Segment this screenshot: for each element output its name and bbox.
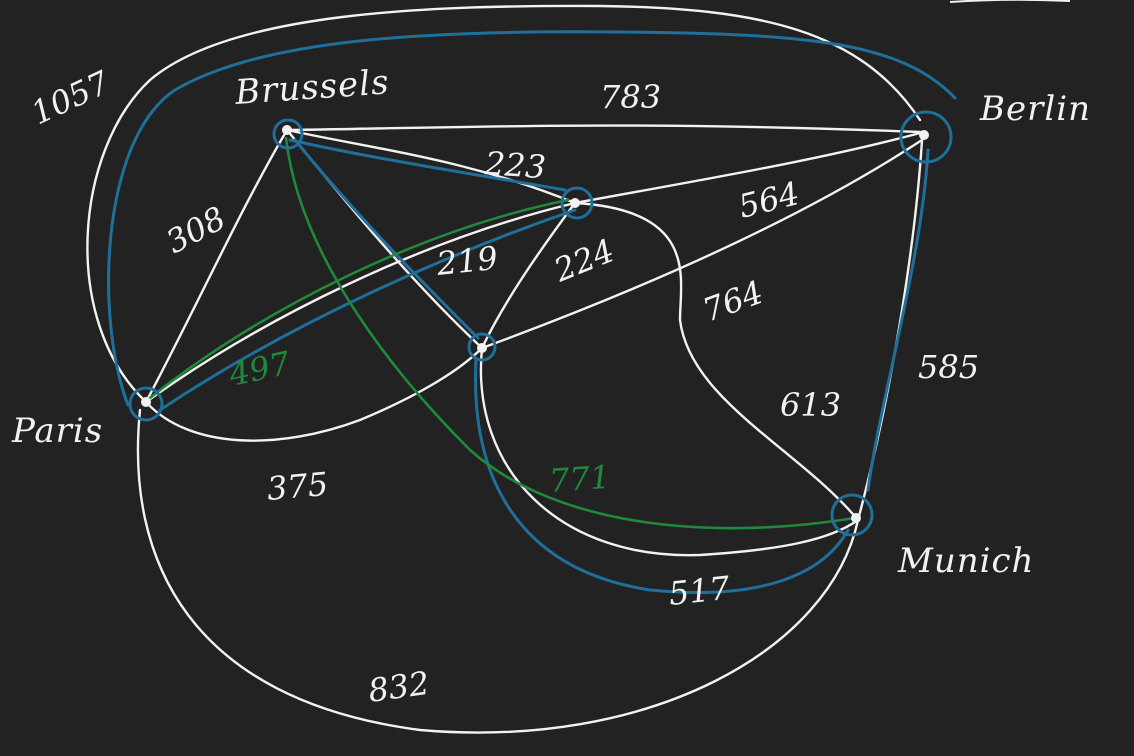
route-green-paris-nodeA [148, 198, 570, 400]
node-ring [899, 110, 953, 164]
node-ring [128, 386, 164, 422]
node-dot [919, 130, 929, 140]
edge-paris-berlin [86, 4, 922, 404]
edge-brussels-paris [144, 128, 289, 404]
edge-nodeA-berlin [573, 131, 922, 205]
city-label-paris: Paris [11, 411, 103, 451]
node-dot [141, 397, 151, 407]
edge-nodeB-munich [479, 346, 860, 557]
route-blue-paris-nodeA [158, 208, 577, 412]
node-ring [272, 118, 304, 150]
edge-brussels-nodeA [285, 128, 577, 205]
weight-label-497: 497 [225, 344, 294, 394]
weight-label-832: 832 [366, 664, 432, 710]
city-label-berlin: Berlin [979, 89, 1091, 129]
edge-nodeB-berlin [480, 138, 924, 350]
weight-label-375: 375 [265, 465, 329, 508]
weight-label-223: 223 [482, 144, 547, 186]
node-a[interactable] [560, 186, 594, 220]
weight-label-613: 613 [780, 386, 841, 424]
node-brussels[interactable] [272, 118, 304, 150]
weight-label-219: 219 [434, 239, 500, 283]
edge-paris-munich [136, 408, 860, 734]
weight-label-1057: 1057 [25, 63, 115, 132]
weight-label-517: 517 [667, 569, 732, 613]
node-ring [560, 186, 594, 220]
route-blue-brussels-nodeA [288, 138, 567, 192]
node-b[interactable] [467, 332, 497, 362]
edge-brussels-berlin [285, 124, 922, 134]
node-munich[interactable] [830, 493, 874, 537]
edge-berlin-munich [856, 138, 924, 522]
weight-label-783: 783 [600, 78, 661, 116]
weight-label-224: 224 [548, 231, 620, 289]
node-dot [570, 198, 580, 208]
route-blue-berlin-munich [866, 148, 930, 492]
edge-paris-nodeA [144, 201, 577, 404]
edge-nodeA-munich [573, 201, 860, 522]
top-edge-stroke [949, 0, 1071, 3]
node-berlin[interactable] [899, 110, 953, 164]
weight-label-564: 564 [735, 174, 803, 226]
route-blue-paris-berlin-outer [107, 30, 957, 407]
weight-label-764: 764 [698, 273, 768, 330]
node-ring [467, 332, 497, 362]
city-label-munich: Munich [897, 541, 1034, 581]
node-dot [282, 125, 292, 135]
edge-paris-nodeB [144, 346, 484, 442]
node-ring [830, 493, 874, 537]
route-green-brussels-munich [284, 136, 857, 530]
city-label-brussels: Brussels [233, 62, 391, 113]
route-blue-brussels-nodeB [293, 138, 480, 340]
node-paris[interactable] [128, 386, 164, 422]
node-dot [477, 343, 487, 353]
node-dot [851, 513, 861, 523]
weight-label-585: 585 [918, 348, 979, 386]
route-blue-nodeB-munich [474, 358, 850, 594]
weight-label-771: 771 [548, 458, 612, 500]
edge-nodeA-nodeB [480, 201, 577, 350]
